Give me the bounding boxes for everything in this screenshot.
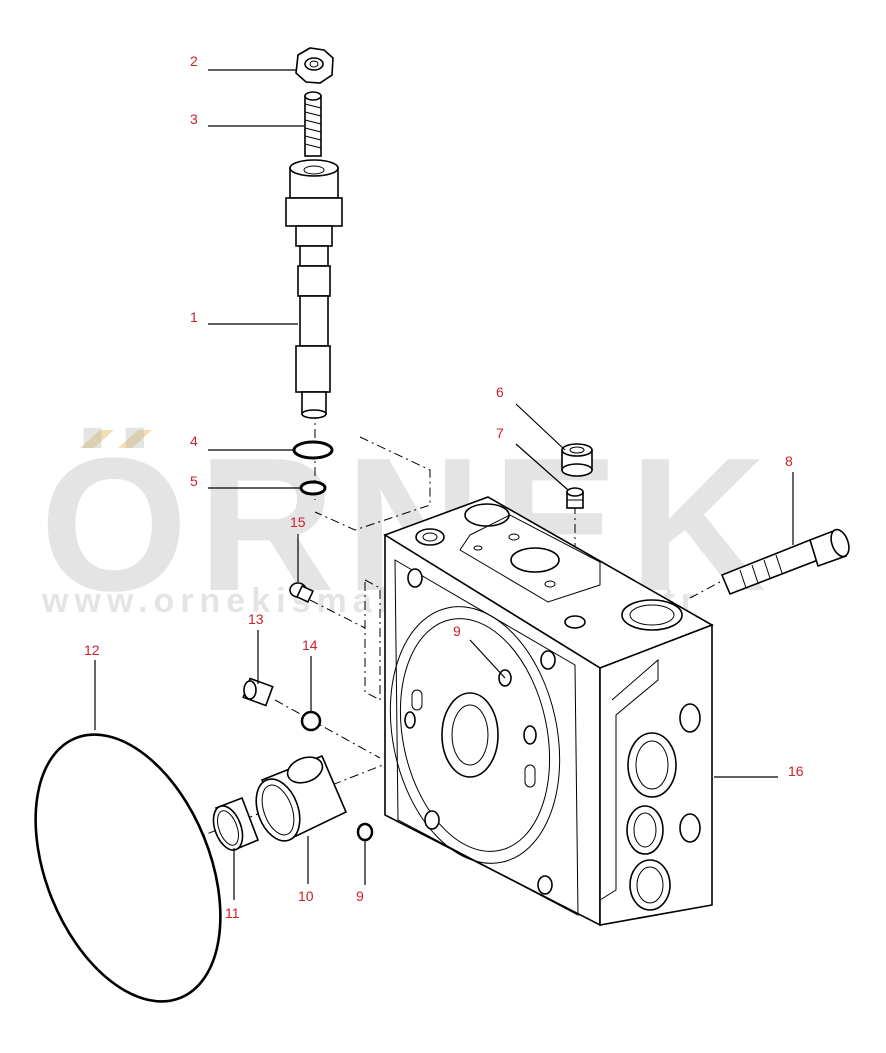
bushing-part-10: [255, 754, 348, 842]
housing-top-plate: [459, 514, 601, 603]
callout-12: 12: [84, 642, 100, 658]
insert-part-7: [566, 487, 584, 509]
o-ring-part-9-lower: [356, 822, 374, 842]
callout-10: 10: [298, 888, 314, 904]
o-ring-part-4: [292, 440, 334, 460]
gasket-part-12: [34, 733, 222, 1003]
callout-3: 3: [190, 111, 198, 127]
leader-7: [515, 443, 569, 491]
callout-11: 11: [225, 905, 240, 921]
callout-16: 16: [788, 763, 804, 779]
valve-body-part-16: [383, 496, 714, 927]
stud-part-3: [304, 91, 322, 157]
guide-line-mid: [364, 579, 381, 701]
backup-ring-part-5: [299, 480, 327, 496]
callout-14: 14: [302, 637, 318, 653]
callouts: 2 3 1 4 5 15 6 7 8 9 13 14 12 16 11 10 9: [84, 53, 804, 921]
leader-lines: [94, 69, 794, 900]
callout-8: 8: [785, 453, 793, 469]
bolt-part-8: [720, 528, 850, 596]
callout-15: 15: [290, 514, 306, 530]
plug-part-13: [242, 677, 274, 707]
callout-13: 13: [248, 611, 264, 627]
callout-6: 6: [496, 384, 504, 400]
valve-spool-part-1: [285, 159, 343, 419]
nut-part-2: [295, 47, 334, 84]
leader-9a: [469, 639, 506, 679]
callout-5: 5: [190, 473, 198, 489]
callout-9-upper: 9: [453, 623, 461, 639]
plug-part-6: [561, 443, 593, 477]
guide-line-plug: [309, 599, 366, 629]
callout-1: 1: [190, 309, 198, 325]
callout-9-lower: 9: [356, 888, 364, 904]
o-ring-part-14: [300, 710, 322, 732]
callout-2: 2: [190, 53, 198, 69]
callout-7: 7: [496, 425, 504, 441]
watermark-accent-mark: [80, 430, 114, 448]
watermark-accent-mark: [118, 430, 152, 448]
callout-4: 4: [190, 433, 198, 449]
guide-line-upper: [314, 436, 431, 531]
guide-line-port: [274, 699, 381, 759]
guide-line-bolt: [689, 581, 721, 599]
plug-part-15: [289, 582, 315, 604]
leader-6: [515, 403, 566, 451]
sleeve-part-11: [212, 796, 260, 852]
